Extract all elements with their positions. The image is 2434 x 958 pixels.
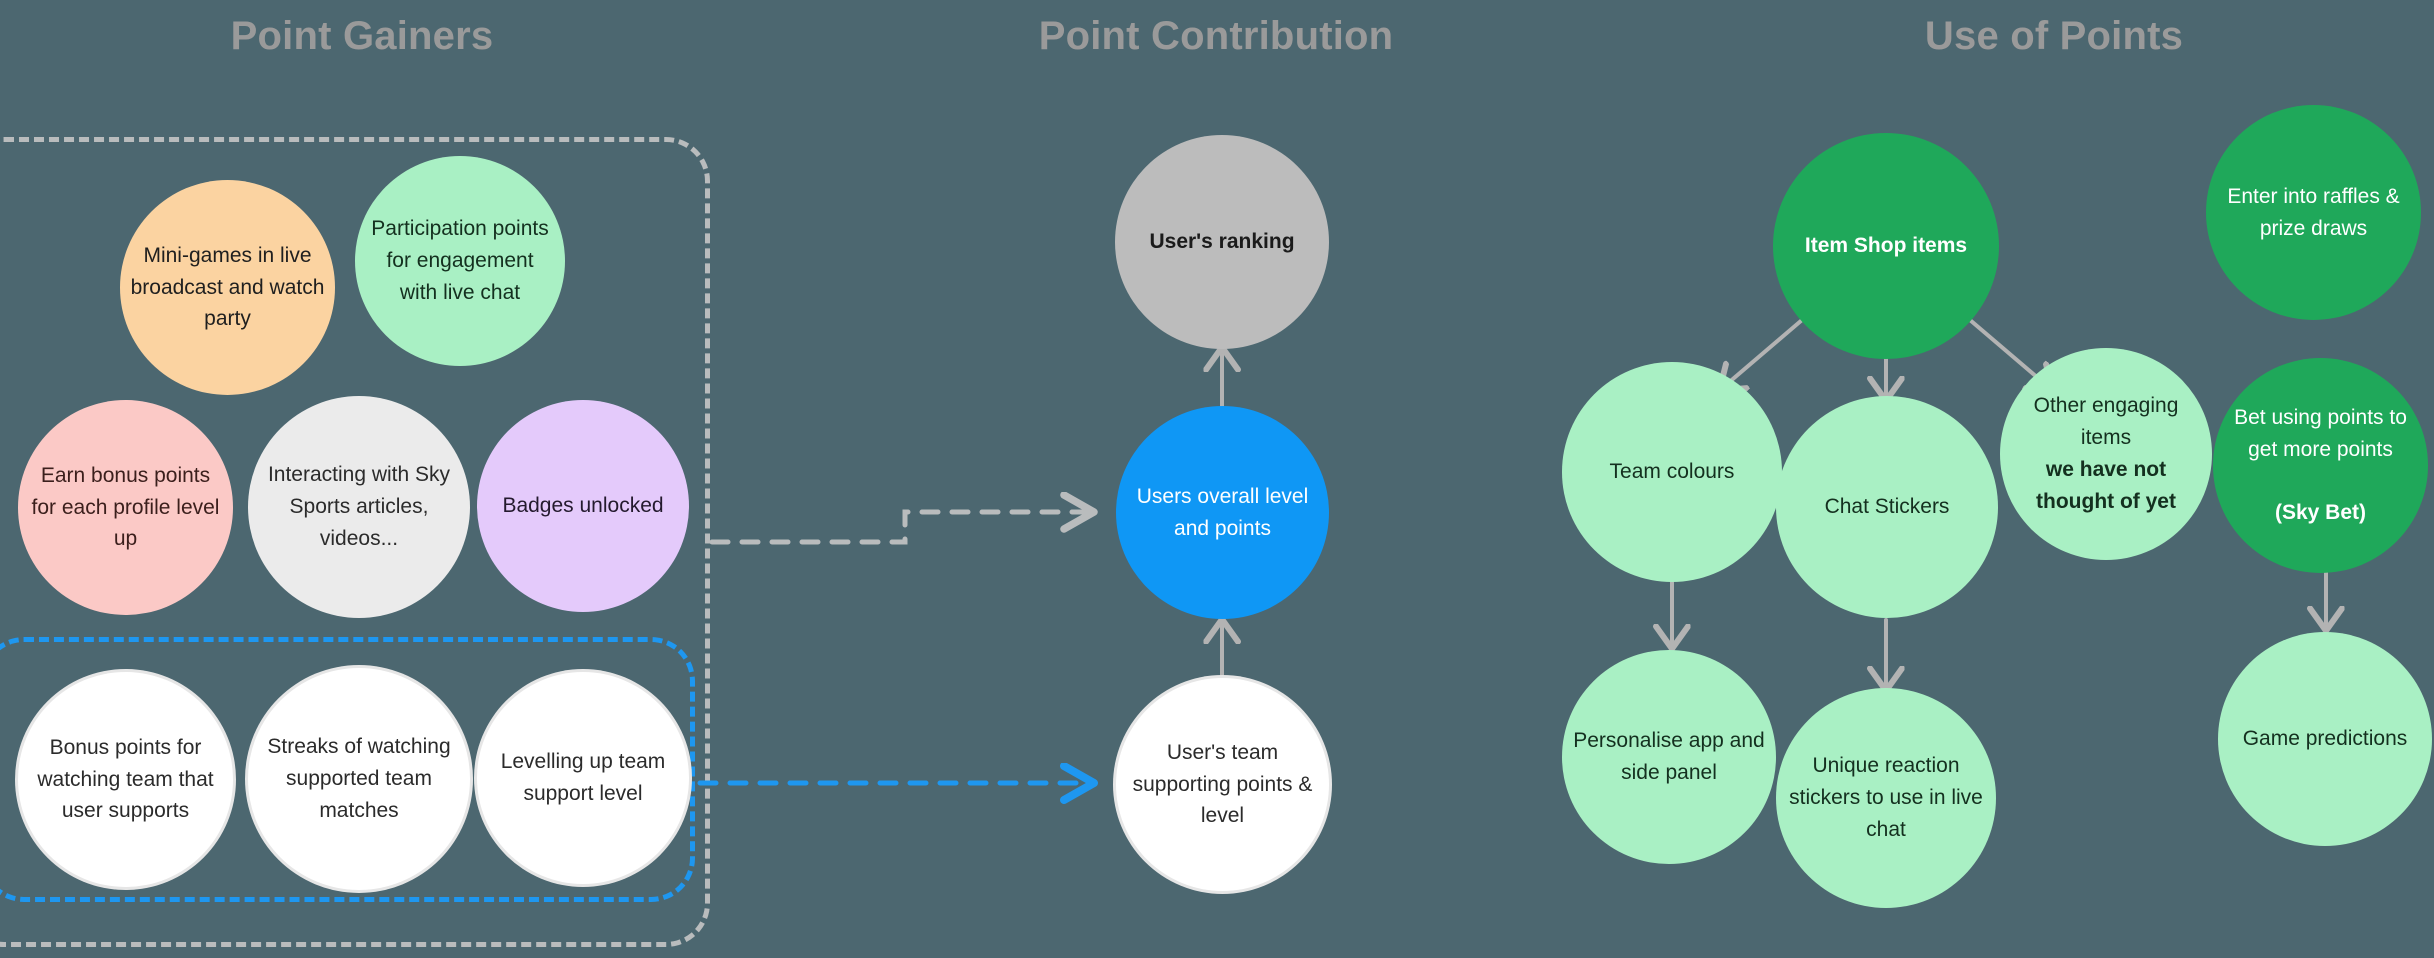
bubble-raffles-prize-draws-label: Enter into raffles & prize draws	[2227, 184, 2400, 240]
bubble-users-ranking[interactable]: User's ranking	[1115, 135, 1329, 349]
bubble-streaks-watching[interactable]: Streaks of watching supported team match…	[248, 668, 470, 890]
bubble-badges-unlocked[interactable]: Badges unlocked	[477, 400, 689, 612]
bubble-chat-stickers-label: Chat Stickers	[1824, 495, 1950, 519]
bubble-levelling-up-team-support[interactable]: Levelling up team support level	[477, 672, 689, 884]
bet-text-bold: (Sky Bet)	[2274, 501, 2367, 525]
bubble-participation-points-label: Participation points for engagement with…	[371, 217, 549, 304]
bubble-game-predictions[interactable]: Game predictions	[2218, 632, 2432, 846]
bubble-team-colours[interactable]: Team colours	[1562, 362, 1782, 582]
bubble-users-ranking-label: User's ranking	[1149, 230, 1295, 254]
bubble-badges-unlocked-label: Badges unlocked	[502, 494, 664, 518]
bubble-game-predictions-label: Game predictions	[2242, 727, 2408, 751]
bubble-team-colours-label: Team colours	[1609, 460, 1735, 484]
bubble-unique-reaction-stickers-label: Unique reaction stickers to use in live …	[1789, 754, 1983, 841]
column-title-point-contribution: Point Contribution	[1038, 14, 1394, 58]
other-items-text-bold: we have not thought of yet	[2036, 458, 2176, 513]
bubble-item-shop-items[interactable]: Item Shop items	[1773, 133, 1999, 359]
bubble-mini-games-label: Mini-games in live broadcast and watch p…	[130, 243, 325, 331]
connector-gainers-to-overall	[709, 512, 1095, 545]
point-gainers-outer-group	[0, 137, 710, 947]
team-support-group	[0, 637, 695, 902]
bubble-personalise-app[interactable]: Personalise app and side panel	[1562, 650, 1776, 864]
column-title-use-of-points: Use of Points	[1924, 14, 2184, 58]
bubble-unique-reaction-stickers[interactable]: Unique reaction stickers to use in live …	[1776, 688, 1996, 908]
bubble-users-team-supporting[interactable]: User's team supporting points & level	[1116, 678, 1329, 891]
bubble-participation-points[interactable]: Participation points for engagement with…	[355, 156, 565, 366]
bubble-users-overall-level-points-label: Users overall level and points	[1136, 484, 1309, 540]
column-title-point-gainers: Point Gainers	[230, 14, 494, 58]
bubble-item-shop-items-label: Item Shop items	[1804, 234, 1968, 258]
bubble-interacting-sky-sports-label: Interacting with Sky Sports articles, vi…	[267, 463, 451, 550]
bubble-chat-stickers[interactable]: Chat Stickers	[1776, 396, 1998, 618]
bubble-levelling-up-team-support-label: Levelling up team support level	[500, 750, 666, 805]
bubble-streaks-watching-label: Streaks of watching supported team match…	[267, 735, 451, 822]
other-items-text-regular: Other engaging items	[2033, 394, 2179, 450]
bubble-bonus-watching-team[interactable]: Bonus points for watching team that user…	[18, 672, 233, 887]
bubble-users-team-supporting-label: User's team supporting points & level	[1132, 740, 1313, 828]
bubble-other-engaging-items[interactable]: Other engaging items we have not thought…	[2000, 348, 2212, 560]
bubble-other-engaging-items-label: Other engaging items we have not thought…	[2010, 390, 2202, 518]
bubble-interacting-sky-sports[interactable]: Interacting with Sky Sports articles, vi…	[248, 396, 470, 618]
bubble-raffles-prize-draws[interactable]: Enter into raffles & prize draws	[2206, 105, 2421, 320]
bubble-bonus-profile-level[interactable]: Earn bonus points for each profile level…	[18, 400, 233, 615]
bubble-bet-using-points-label: Bet using points to get more points (Sky …	[2223, 402, 2418, 530]
bubble-bet-using-points[interactable]: Bet using points to get more points (Sky …	[2213, 358, 2428, 573]
bubble-bonus-watching-team-label: Bonus points for watching team that user…	[37, 735, 214, 823]
bubble-bonus-profile-level-label: Earn bonus points for each profile level…	[31, 463, 220, 551]
bubble-users-overall-level-points[interactable]: Users overall level and points	[1116, 406, 1329, 619]
bubble-personalise-app-label: Personalise app and side panel	[1573, 729, 1765, 784]
bet-text-regular: Bet using points to get more points	[2234, 405, 2407, 461]
bubble-mini-games[interactable]: Mini-games in live broadcast and watch p…	[120, 180, 335, 395]
